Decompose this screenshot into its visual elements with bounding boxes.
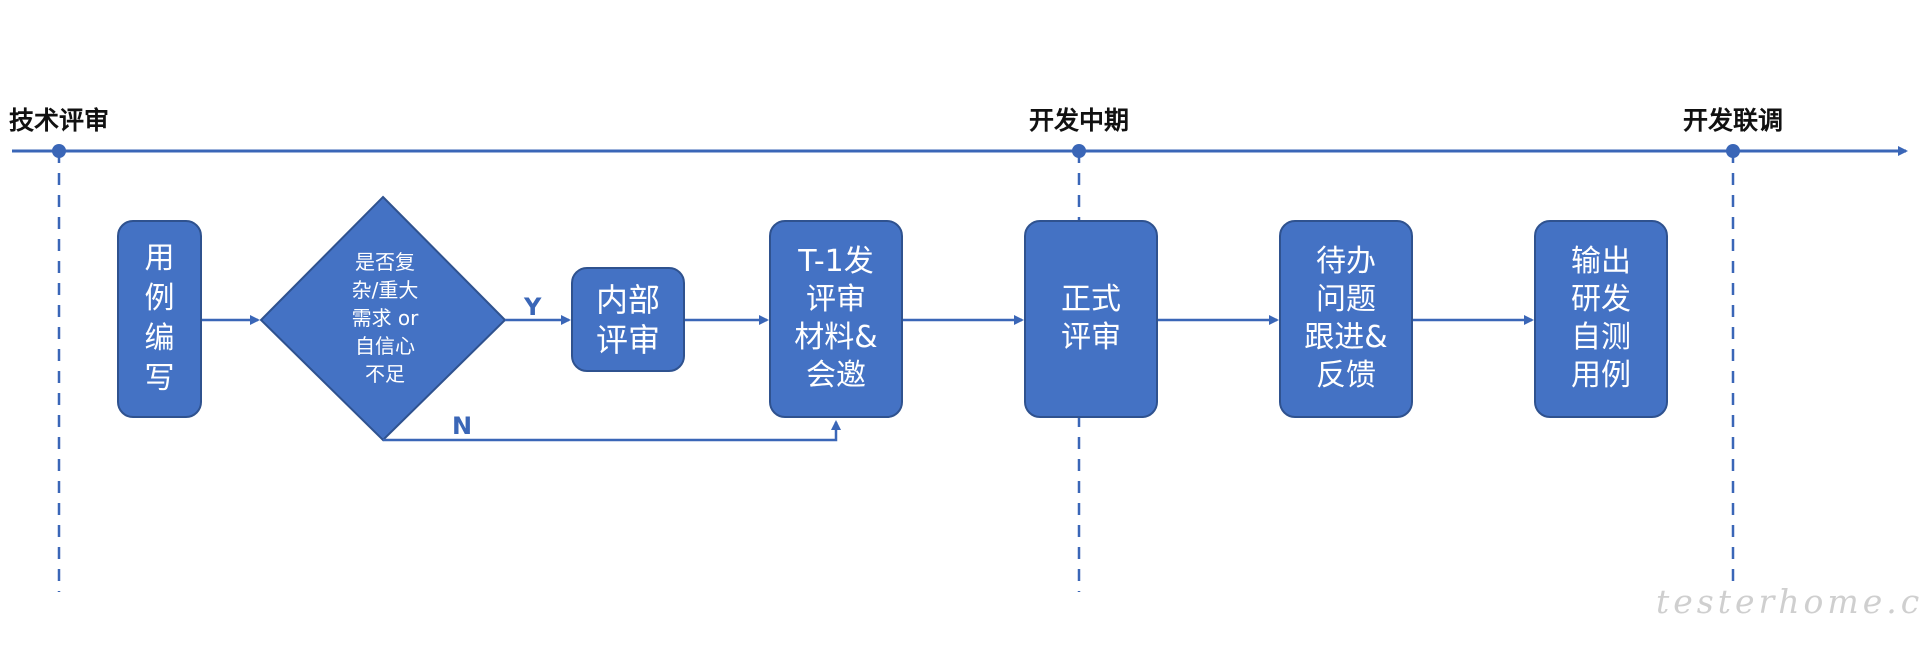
milestone-2-dot bbox=[1072, 144, 1086, 158]
step-formal-review-text: 正式 评审 bbox=[1061, 282, 1121, 355]
decision-text: 是否复 杂/重大 需求 or 自信心 不足 bbox=[351, 250, 419, 386]
milestone-mid-dev-label: 开发中期 bbox=[1029, 106, 1130, 135]
step-prep-materials: T-1发 评审 材料& 会邀 bbox=[769, 220, 903, 418]
step-output-cases: 输出 研发 自测 用例 bbox=[1534, 220, 1668, 418]
no-label: N bbox=[452, 412, 473, 440]
step-write-cases: 用 例 编 写 bbox=[117, 220, 202, 418]
watermark: testerhome.com bbox=[1656, 582, 1920, 621]
milestone-1-dot bbox=[52, 144, 66, 158]
yes-label: Y bbox=[524, 293, 542, 321]
step-write-cases-text: 用 例 编 写 bbox=[144, 241, 175, 396]
step-follow-up-text: 待办 问题 跟进& 反馈 bbox=[1304, 244, 1388, 393]
step-formal-review: 正式 评审 bbox=[1024, 220, 1158, 418]
milestone-integration-label: 开发联调 bbox=[1683, 106, 1784, 135]
step-prep-materials-text: T-1发 评审 材料& 会邀 bbox=[794, 244, 878, 393]
milestone-3-dot bbox=[1726, 144, 1740, 158]
step-follow-up: 待办 问题 跟进& 反馈 bbox=[1279, 220, 1413, 418]
step-output-cases-text: 输出 研发 自测 用例 bbox=[1571, 244, 1631, 393]
arrow-decision-no-path bbox=[383, 420, 841, 442]
step-internal-review-text: 内部 评审 bbox=[595, 280, 660, 359]
milestone-tech-review-label: 技术评审 bbox=[9, 106, 110, 135]
step-internal-review: 内部 评审 bbox=[571, 267, 685, 372]
